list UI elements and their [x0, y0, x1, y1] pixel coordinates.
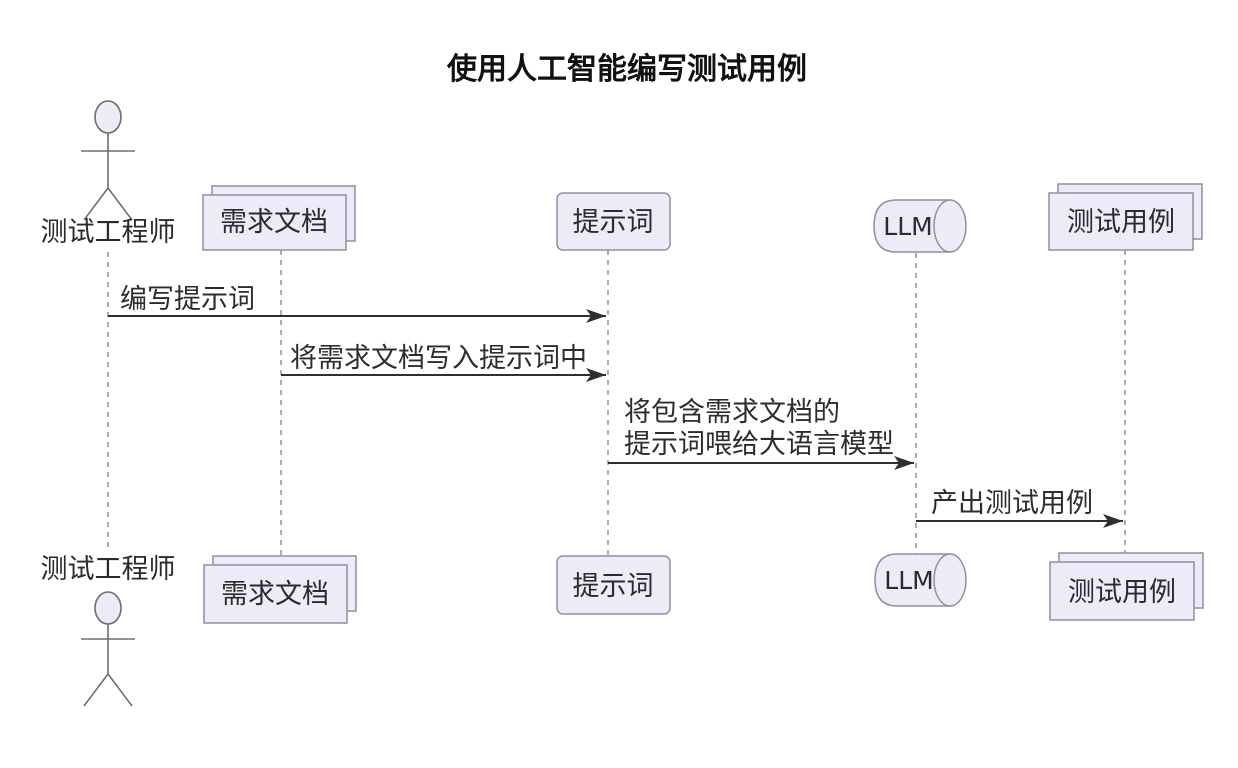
message-label: 将需求文档写入提示词中	[290, 343, 587, 374]
participant-label-bottom: 提示词	[573, 571, 654, 602]
message-label: 产出测试用例	[931, 488, 1093, 519]
actor-test-engineer-bottom: 测试工程师	[41, 554, 176, 707]
actor-label-bottom: 测试工程师	[41, 554, 176, 585]
cylinder-body	[874, 553, 951, 607]
participant-requirements-doc-top: 需求文档	[202, 185, 356, 251]
participant-label-top: LLM	[883, 212, 932, 241]
participant-label-top: 提示词	[573, 207, 654, 238]
cylinder-body	[873, 199, 951, 253]
participant-prompt-top: 提示词	[556, 192, 671, 251]
participant-label-bottom: 需求文档	[221, 579, 329, 610]
collections-front-box	[202, 194, 347, 251]
actor-test-engineer-top: 测试工程师	[41, 100, 176, 248]
actor-leg-left	[83, 673, 109, 707]
message-3: 将包含需求文档的 提示词喂给大语言模型	[608, 397, 914, 470]
actor-head	[94, 591, 122, 625]
participant-llm-bottom: LLM	[874, 553, 967, 607]
collections-front-box	[1049, 561, 1195, 621]
actor-leg-right	[107, 673, 133, 707]
message-label-line-2: 提示词喂给大语言模型	[624, 429, 894, 460]
participant-label-bottom: 测试用例	[1068, 577, 1176, 608]
participant-box	[556, 192, 671, 251]
cylinder-cap	[933, 553, 967, 607]
actor-leg-left	[83, 187, 109, 221]
message-label: 编写提示词	[120, 284, 255, 315]
message-1: 编写提示词	[108, 284, 606, 323]
participant-test-cases-top: 测试用例	[1048, 183, 1203, 251]
message-2: 将需求文档写入提示词中	[281, 343, 606, 382]
participant-box	[556, 555, 671, 615]
diagram-title: 使用人工智能编写测试用例	[446, 52, 807, 87]
collections-front-box	[1048, 192, 1194, 251]
participant-label-bottom: LLM	[884, 566, 933, 595]
participant-test-cases-bottom: 测试用例	[1049, 552, 1204, 621]
lifelines	[107, 250, 1126, 556]
collections-front-box	[203, 564, 348, 624]
participant-label-top: 需求文档	[220, 207, 328, 238]
participant-requirements-doc-bottom: 需求文档	[203, 555, 357, 624]
message-4: 产出测试用例	[916, 488, 1123, 528]
cylinder-cap	[933, 199, 967, 253]
participant-label-top: 测试用例	[1067, 207, 1175, 238]
participant-prompt-bottom: 提示词	[556, 555, 671, 615]
message-label-line-1: 将包含需求文档的	[624, 397, 840, 428]
actor-head	[94, 100, 122, 134]
actor-label-top: 测试工程师	[41, 217, 176, 248]
participant-llm-top: LLM	[873, 199, 967, 253]
actor-leg-right	[107, 187, 133, 221]
